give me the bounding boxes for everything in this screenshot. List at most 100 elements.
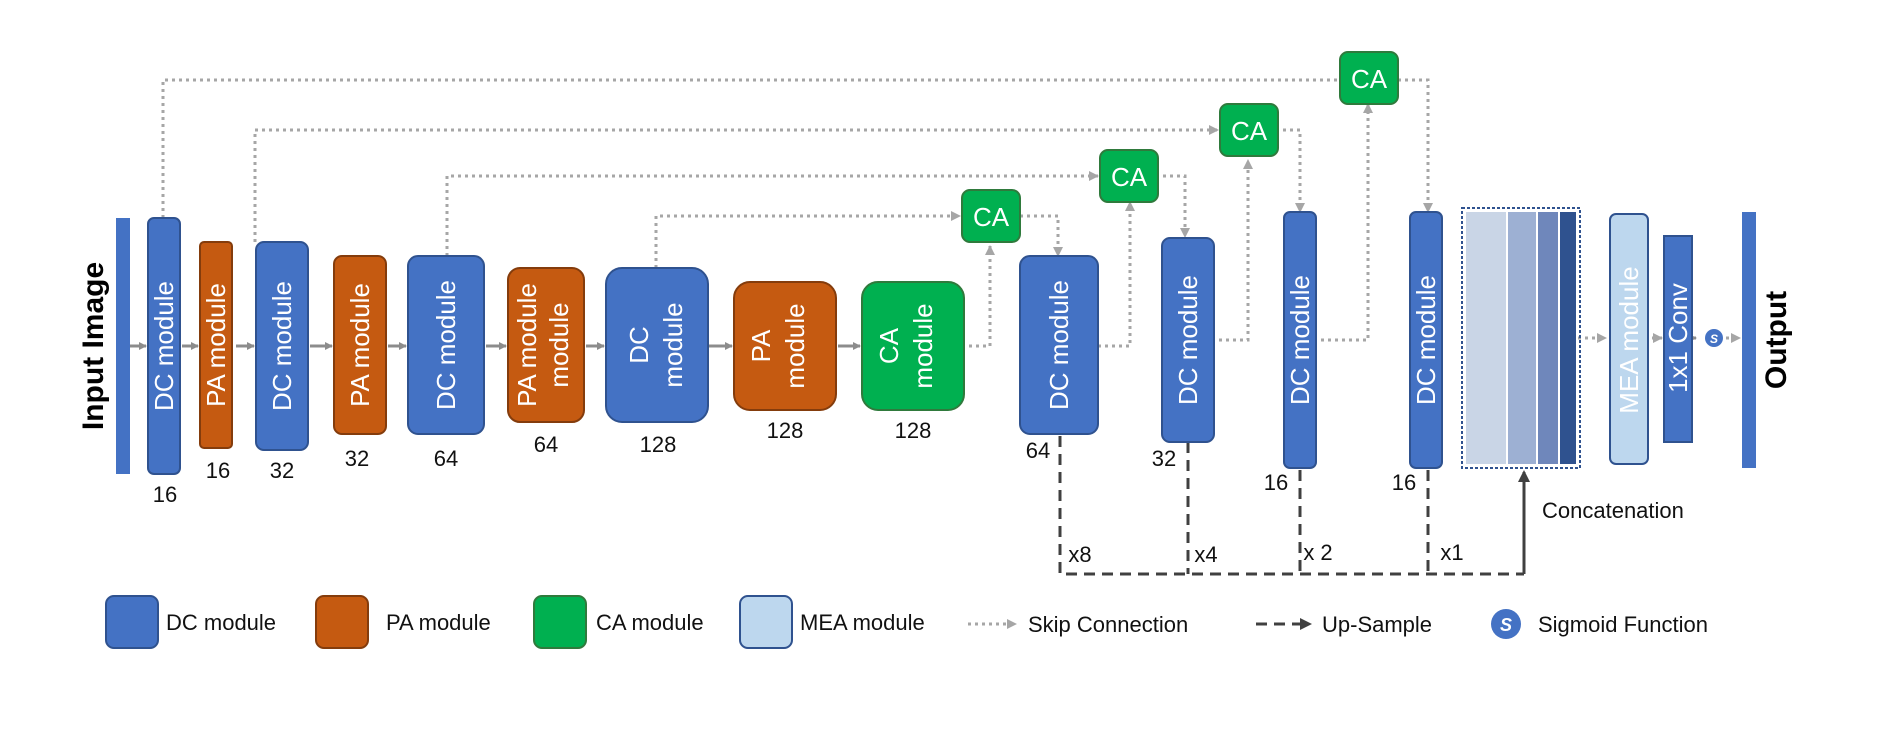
channel-count: 128 [895,418,932,443]
channel-count: 128 [767,418,804,443]
skip-ca-label: CA [1111,162,1148,192]
channel-count: 16 [1264,470,1288,495]
skip-connection-4-out [1020,214,1063,257]
pa-module-block [733,281,837,411]
skip-connection-2-out [1276,128,1305,213]
module-label-2: module [780,303,810,388]
conv-1x1: 1x1 Conv [1663,235,1693,443]
module-label: MEA module [1614,266,1644,413]
module-label: PA [746,329,776,362]
upsample-factor: x 2 [1303,540,1332,565]
dc-module-block [407,255,485,435]
module-label: DC module [1173,275,1203,405]
legend-sigmoid-label: Sigmoid Function [1538,612,1708,637]
channel-count: 64 [434,446,458,471]
skip-connection-3-out [1156,174,1190,238]
upsample-factor: x4 [1194,542,1217,567]
module-label: PA module [345,283,375,407]
dc-module-block [255,241,309,451]
dc-module-block [1019,255,1099,435]
encoder-pa-64: PA module module 64 [507,267,585,457]
dc-module-block [1283,211,1317,469]
skip-connection-1-out [1398,78,1433,213]
legend-sigmoid-icon [1491,609,1521,639]
legend: DC module PA module CA module MEA module… [105,595,1708,649]
sigmoid-node: S [1705,329,1723,347]
skip-ca-block-2 [1099,149,1159,203]
dc-module-block [1409,211,1443,469]
pa-module-block [507,267,585,423]
module-label: PA module [201,283,231,407]
module-label-2: module [658,302,688,387]
ca-module-block [861,281,965,411]
legend-dc-label: DC module [166,610,276,635]
channel-count: 32 [345,446,369,471]
legend-pa-label: PA module [386,610,491,635]
ca-feed-4 [1314,103,1373,342]
dc-module-block [147,217,181,475]
channel-count: 16 [206,458,230,483]
concat-slice-1 [1466,212,1506,464]
ca-feed-1 [962,245,995,348]
concat-slice-4 [1560,212,1576,464]
legend-sigmoid-symbol: S [1500,615,1512,635]
ca-feed-3 [1212,159,1253,342]
skip-connection-3 [445,171,1099,256]
encoder-dc-128: DC module 128 [605,267,709,457]
skip-ca-block-1 [961,189,1021,243]
module-label: PA module [512,283,542,407]
module-label: DC module [1044,280,1074,410]
channel-count: 128 [640,432,677,457]
encoder-dc-16: DC module 16 [147,217,181,507]
skip-connection-2 [253,125,1219,242]
legend-ca-swatch [533,595,587,649]
skip-connections [161,75,1741,348]
encoder-dc-64: DC module 64 [407,255,485,471]
module-label: DC module [1411,275,1441,405]
concat-slice-2 [1508,212,1536,464]
output-bar [1742,212,1756,468]
legend-skip-label: Skip Connection [1028,612,1188,637]
decoder-dc-32: DC module 32 x4 [1152,237,1218,567]
dc-module-block [1161,237,1215,443]
channel-count: 16 [153,482,177,507]
sigmoid-symbol: S [1710,332,1718,346]
concat-label: Concatenation [1542,498,1684,523]
skip-ca-block-4 [1339,51,1399,105]
module-label: DC module [149,281,179,411]
legend-upsample-label: Up-Sample [1322,612,1432,637]
channel-count: 16 [1392,470,1416,495]
pa-module-block [199,241,233,449]
legend-ca-label: CA module [596,610,704,635]
channel-count: 64 [534,432,558,457]
input-bar [116,218,130,474]
mea-module: MEA module [1609,213,1649,465]
channel-count: 64 [1026,438,1050,463]
skip-ca-label: CA [1231,116,1268,146]
channel-count: 32 [1152,446,1176,471]
upsample-factor: x8 [1068,542,1091,567]
skip-ca-label: CA [1351,64,1388,94]
module-label: DC module [267,281,297,411]
encoder-dc-32: DC module 32 [255,241,309,483]
ca-feed-2 [1098,201,1135,348]
encoder-pa-32: PA module 32 [333,255,387,471]
input-label: Input Image [77,262,110,430]
encoder-pa-128: PA module 128 [733,281,837,443]
skip-ca-blocks: CA CA CA CA [961,51,1399,243]
conv-block [1663,235,1693,443]
module-label: CA [874,327,904,364]
module-label-2: module [544,302,574,387]
legend-dc-swatch [105,595,159,649]
mea-module-block [1609,213,1649,465]
channel-count: 32 [270,458,294,483]
upsample-line-x8 [1058,436,1524,576]
legend-pa-swatch [315,595,369,649]
module-label: DC module [431,280,461,410]
skip-ca-label: CA [973,202,1010,232]
upsample-lines [1058,436,1530,576]
decoder-dc-16b: DC module 16 x1 [1392,211,1464,565]
module-label: DC module [1285,275,1315,405]
